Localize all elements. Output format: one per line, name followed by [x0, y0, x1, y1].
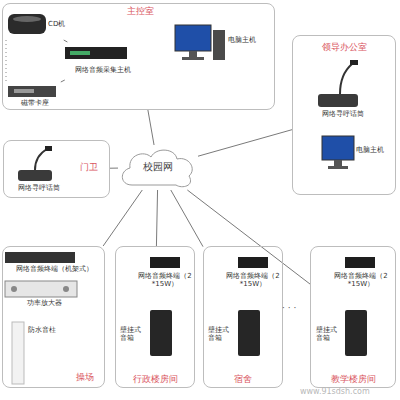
- monitor-stand: [334, 160, 342, 166]
- device-label: 网络音频采集主机: [55, 66, 150, 74]
- device-label: 网络寻呼话筒: [305, 110, 380, 118]
- device-node: CD机: [5, 10, 67, 40]
- monitor-base: [182, 57, 204, 60]
- area-box: 门卫网络寻呼话筒: [3, 140, 110, 198]
- area-box: 主控室 CD机网络音频采集主机磁带卡座 电脑主机: [2, 3, 275, 110]
- rack-terminal: [5, 252, 75, 263]
- area-heading: 主控室: [110, 6, 170, 16]
- device-label: 网络音频终端（机架式）: [4, 265, 104, 273]
- monitor: [175, 25, 211, 51]
- area-box: 宿舍 网络音频终端（2*15W） 壁挂式音箱: [203, 246, 283, 388]
- device-label: 磁带卡座: [5, 99, 65, 107]
- cd-player-top: [13, 16, 41, 22]
- network-link: [198, 130, 292, 157]
- device-label: 壁挂式音箱: [316, 326, 340, 342]
- wall-speaker: [150, 310, 172, 356]
- device-node: 壁挂式音箱: [313, 305, 385, 365]
- device-node: 网络音频终端（2*15W）: [221, 254, 281, 298]
- network-link: [61, 80, 65, 82]
- audio-terminal: [345, 257, 375, 268]
- device-label: 网络寻呼话筒: [8, 184, 70, 192]
- monitor-base: [328, 166, 348, 169]
- cloud-label: 校园网: [118, 161, 198, 173]
- cd-player: [8, 14, 46, 34]
- device-label: 功率放大器: [4, 299, 84, 307]
- paging-mic-stem: [35, 149, 47, 170]
- area-heading: 教学楼房间: [310, 374, 396, 384]
- network-link: [110, 168, 118, 169]
- device-node: 网络寻呼话筒: [8, 144, 70, 194]
- area-heading: 操场: [68, 372, 102, 382]
- device-label: 电脑主机: [228, 36, 264, 44]
- amplifier-knob: [63, 286, 69, 292]
- device-node: 网络寻呼话筒: [305, 56, 380, 120]
- wall-speaker: [345, 310, 367, 356]
- network-link: [148, 110, 154, 145]
- network-link: [103, 190, 142, 246]
- area-box: 领导办公室网络寻呼话筒电脑主机: [292, 35, 396, 195]
- area-heading: 行政楼房间: [115, 374, 195, 384]
- area-box: 行政楼房间 网络音频终端（2*15W） 壁挂式音箱: [115, 246, 195, 388]
- paging-mic-head: [45, 146, 52, 151]
- device-label: 电脑主机: [356, 146, 394, 154]
- audio-terminal: [150, 257, 180, 268]
- cassette-slot: [14, 89, 34, 93]
- watermark: www.91sdsh.com: [300, 388, 400, 396]
- area-heading: 门卫: [72, 162, 106, 172]
- device-node: 电脑主机: [170, 22, 266, 67]
- paging-mic-base: [318, 94, 358, 107]
- device-node: 壁挂式音箱: [118, 305, 190, 365]
- pc-tower: [213, 30, 225, 60]
- paging-mic-head: [350, 60, 358, 65]
- device-label: 网络音频终端（2*15W）: [333, 272, 389, 288]
- device-node: 网络音频终端（2*15W）: [133, 254, 193, 298]
- network-cloud: 校园网: [118, 145, 198, 190]
- device-label: 防水音柱: [28, 326, 68, 334]
- dotted-wire: [6, 40, 7, 84]
- amplifier-knob: [11, 286, 17, 292]
- network-link: [187, 190, 310, 284]
- network-link: [156, 190, 157, 246]
- cassette-deck: [8, 86, 56, 97]
- device-node: 网络音频采集主机: [55, 42, 150, 80]
- area-heading: 宿舍: [203, 374, 283, 384]
- rack-host: [65, 47, 127, 59]
- device-label: 网络音频终端（2*15W）: [226, 272, 280, 288]
- paging-mic-stem: [340, 64, 352, 94]
- device-node: 磁带卡座: [5, 82, 65, 108]
- rack-host-panel: [70, 51, 90, 55]
- room-devices: [150, 257, 375, 356]
- network-link: [64, 40, 68, 42]
- area-heading: 领导办公室: [292, 42, 396, 52]
- wall-speaker: [238, 310, 260, 356]
- device-node: 网络音频终端（2*15W）: [328, 254, 392, 298]
- device-node: 防水音柱: [8, 318, 68, 384]
- device-node: 电脑主机: [320, 130, 395, 180]
- device-node: 壁挂式音箱: [206, 305, 278, 365]
- audio-terminal: [238, 257, 268, 268]
- amplifier: [5, 281, 77, 297]
- device-node: 功率放大器: [4, 279, 84, 309]
- monitor: [322, 136, 354, 160]
- area-box: 操场 网络音频终端（机架式） 功率放大器防水音柱: [2, 246, 105, 388]
- device-label: 网络音频终端（2*15W）: [138, 272, 192, 288]
- area-box: 教学楼房间 网络音频终端（2*15W） 壁挂式音箱: [310, 246, 396, 388]
- paging-mic-base: [18, 170, 52, 181]
- device-label: 壁挂式音箱: [120, 326, 144, 342]
- device-label: 壁挂式音箱: [208, 326, 232, 342]
- device-node: 网络音频终端（机架式）: [4, 250, 104, 276]
- device-label: CD机: [48, 20, 68, 28]
- column-speaker: [12, 322, 24, 384]
- ellipsis-mark: · · ·: [282, 304, 310, 313]
- monitor-stand: [189, 51, 197, 57]
